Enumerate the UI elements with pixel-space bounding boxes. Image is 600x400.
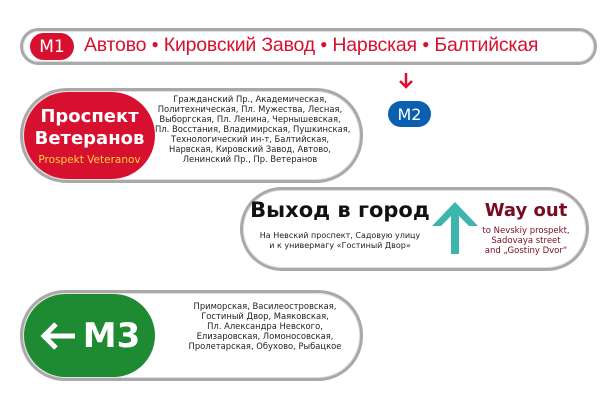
station-line: Гостиный Двор, Маяковская, (201, 311, 329, 321)
subtitle-line: Sadovaya street (491, 236, 561, 246)
line3-badge: M3 (24, 294, 155, 377)
terminal-title-en: Prospekt Veteranov (38, 153, 141, 166)
exit-title-ru: Выход в город (250, 198, 430, 222)
terminal-title-ru: Ветеранов (34, 127, 145, 149)
line3-badge-label: M3 (82, 315, 141, 356)
line1-sign (20, 28, 597, 65)
station: Балтийская (434, 34, 539, 56)
station-line: Пл. Александра Невского, (207, 321, 323, 331)
terminal-badge: Проспект Ветеранов Prospekt Veteranov (24, 92, 155, 179)
subtitle-line: and „Gostiny Dvor“ (484, 246, 568, 256)
separator-dot: ● (320, 37, 328, 51)
station-line: Приморская, Василеостровская, (193, 301, 337, 311)
line3-station-list: Приморская, Василеостровская, Гостиный Д… (170, 301, 360, 351)
arrow-down-icon (399, 73, 413, 89)
terminal-title-ru: Проспект (40, 105, 139, 127)
station-line: Ленинский Пр., Пр. Ветеранов (182, 154, 318, 164)
station: Автово (84, 34, 147, 56)
subtitle-line: и к универмагу «Гостиный Двор» (269, 241, 411, 250)
station-line: Выборгская, Пл. Ленина, Чернышевская, (159, 114, 341, 124)
station-line: Технологический ин-т, Балтийская, (170, 134, 330, 144)
station-line: Пл. Восстания, Владимирская, Пушкинская, (155, 124, 351, 134)
subtitle-line: На Невский проспект, Садовую улицу (259, 231, 421, 240)
arrow-up-icon (432, 202, 478, 254)
line1-badge: M1 (30, 33, 74, 60)
exit-subtitle-ru: На Невский проспект, Садовую улицу и к у… (250, 231, 430, 251)
station-line: Пролетарская, Обухово, Рыбацкое (188, 341, 342, 351)
station-line: Гражданский Пр., Академическая, (173, 94, 327, 104)
subtitle-line: to Nevskiy prospekt, (482, 226, 570, 236)
line1-stations: Автово ● Кировский Завод ● Нарвская ● Ба… (84, 34, 538, 57)
station: Кировский Завод (163, 34, 315, 56)
arrow-left-icon (40, 321, 75, 350)
exit-title-en: Way out (484, 200, 568, 221)
separator-dot: ● (151, 37, 159, 51)
station-line: Нарвская, Кировский Завод, Автово, (169, 144, 331, 154)
station-line: Политехническая, Пл. Мужества, Лесная, (157, 104, 343, 114)
separator-dot: ● (422, 37, 430, 51)
exit-sign (240, 187, 589, 271)
station-line: Елизаровская, Ломоносовская, (196, 331, 334, 341)
station: Нарвская (332, 34, 417, 56)
line2-badge: M2 (388, 101, 431, 127)
terminal-station-list: Гражданский Пр., Академическая, Политехн… (155, 94, 351, 164)
exit-subtitle-en: to Nevskiy prospekt, Sadovaya street and… (478, 226, 574, 256)
